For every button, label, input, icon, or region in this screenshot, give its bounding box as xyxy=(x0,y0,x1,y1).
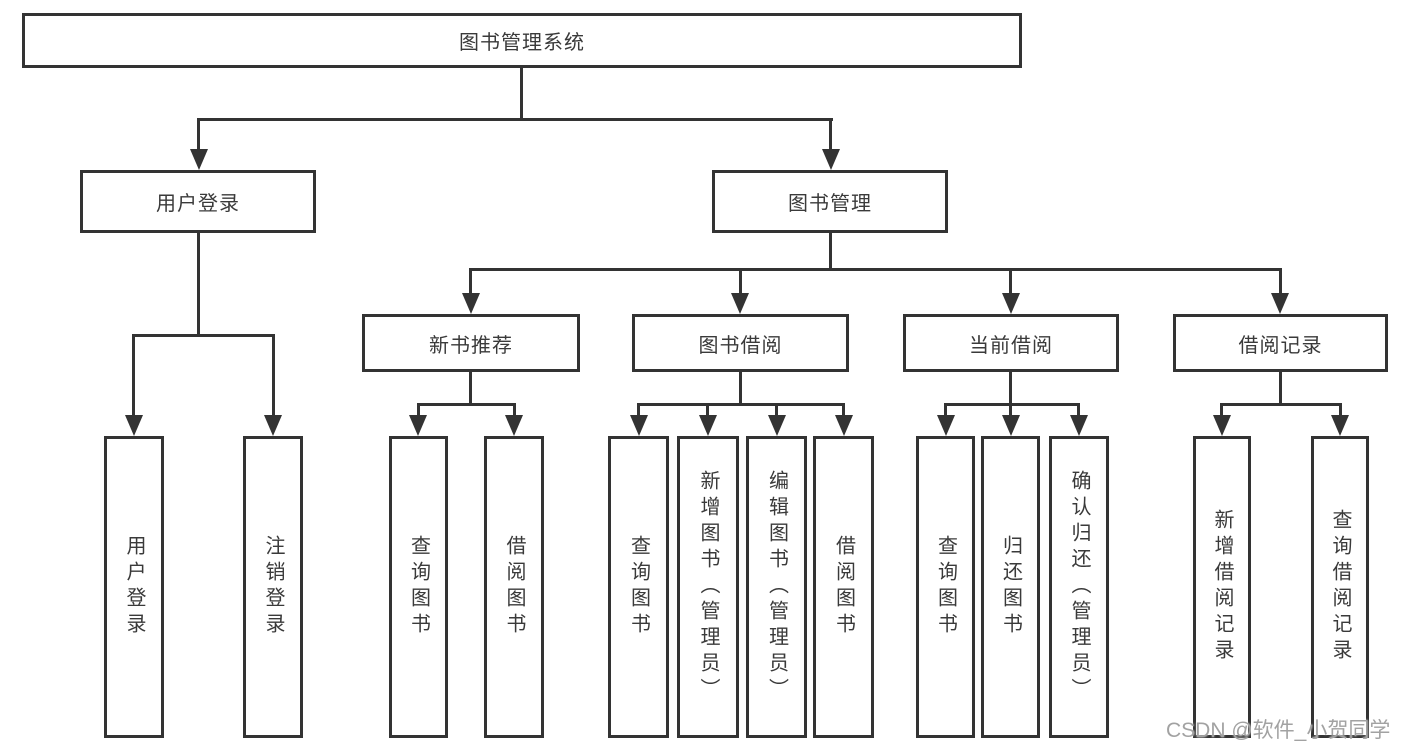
connector-line xyxy=(775,403,778,417)
connector-line xyxy=(637,403,640,417)
connector-line xyxy=(1009,403,1012,417)
leaf-label: 编辑图书（管理员） xyxy=(765,470,788,704)
arrowhead-down-icon xyxy=(1271,293,1289,314)
node-root-label: 图书管理系统 xyxy=(459,32,585,54)
leaf-label: 查询图书 xyxy=(934,535,957,639)
leaf-edit-books-admin: 编辑图书（管理员） xyxy=(746,436,807,738)
leaf-label: 新增借阅记录 xyxy=(1211,509,1233,665)
connector-line xyxy=(944,403,947,417)
arrowhead-down-icon xyxy=(462,293,480,314)
connector-line xyxy=(417,403,420,417)
arrowhead-down-icon xyxy=(630,415,648,436)
connector-line xyxy=(842,403,845,417)
connector-line xyxy=(1220,403,1342,406)
node-new-book-recommend: 新书推荐 xyxy=(362,314,580,372)
node-book-management: 图书管理 xyxy=(712,170,948,233)
leaf-return-books: 归还图书 xyxy=(981,436,1040,738)
leaf-confirm-return-admin: 确认归还（管理员） xyxy=(1049,436,1109,738)
connector-line xyxy=(272,334,275,418)
node-user-login: 用户登录 xyxy=(80,170,316,233)
leaf-borrow-books: 借阅图书 xyxy=(813,436,874,738)
leaf-label: 查询借阅记录 xyxy=(1329,509,1351,665)
connector-line xyxy=(469,268,472,296)
node-current-borrow: 当前借阅 xyxy=(903,314,1119,372)
connector-line xyxy=(417,403,516,406)
connector-line xyxy=(1009,268,1012,296)
leaf-label: 归还图书 xyxy=(999,535,1022,639)
connector-line xyxy=(944,403,1080,406)
connector-line xyxy=(1279,268,1282,296)
connector-line xyxy=(469,372,472,406)
connector-line xyxy=(1077,403,1080,417)
arrowhead-down-icon xyxy=(937,415,955,436)
leaf-label: 用户登录 xyxy=(123,535,145,639)
connector-line xyxy=(739,268,742,296)
leaf-label: 借阅图书 xyxy=(832,535,855,639)
leaf-label: 查询图书 xyxy=(407,535,430,639)
connector-line xyxy=(1220,403,1223,417)
arrowhead-down-icon xyxy=(1002,415,1020,436)
leaf-label: 注销登录 xyxy=(262,535,284,639)
leaf-label: 借阅图书 xyxy=(503,535,525,639)
leaf-borrow-books-recommend: 借阅图书 xyxy=(484,436,544,738)
connector-line xyxy=(1339,403,1342,417)
arrowhead-down-icon xyxy=(505,415,523,436)
connector-line xyxy=(1009,372,1012,406)
arrowhead-down-icon xyxy=(699,415,717,436)
leaf-query-books-recommend: 查询图书 xyxy=(389,436,448,738)
connector-line xyxy=(469,268,1282,271)
arrowhead-down-icon xyxy=(1002,293,1020,314)
connector-line xyxy=(739,372,742,406)
leaf-label: 确认归还（管理员） xyxy=(1068,470,1090,704)
leaf-label: 查询图书 xyxy=(627,535,650,639)
leaf-query-books-current: 查询图书 xyxy=(916,436,975,738)
arrowhead-down-icon xyxy=(264,415,282,436)
connector-line xyxy=(513,403,516,417)
arrowhead-down-icon xyxy=(125,415,143,436)
arrowhead-down-icon xyxy=(768,415,786,436)
node-borrow-records: 借阅记录 xyxy=(1173,314,1388,372)
arrowhead-down-icon xyxy=(822,149,840,170)
node-label: 图书管理 xyxy=(788,193,872,215)
node-book-borrow: 图书借阅 xyxy=(632,314,849,372)
node-label: 新书推荐 xyxy=(429,334,513,357)
connector-line xyxy=(829,233,832,270)
leaf-add-borrow-record: 新增借阅记录 xyxy=(1193,436,1251,738)
node-label: 当前借阅 xyxy=(969,334,1053,357)
leaf-query-books-borrow: 查询图书 xyxy=(608,436,669,738)
leaf-label: 新增图书（管理员） xyxy=(697,470,719,704)
arrowhead-down-icon xyxy=(409,415,427,436)
watermark: CSDN @软件_小贺同学 xyxy=(1166,719,1391,742)
node-root: 图书管理系统 xyxy=(22,13,1022,68)
arrowhead-down-icon xyxy=(731,293,749,314)
arrowhead-down-icon xyxy=(190,149,208,170)
connector-line xyxy=(132,334,275,337)
connector-line xyxy=(1279,372,1282,406)
node-label: 图书借阅 xyxy=(698,334,783,357)
node-label: 用户登录 xyxy=(156,193,240,215)
leaf-query-borrow-record: 查询借阅记录 xyxy=(1311,436,1369,738)
arrowhead-down-icon xyxy=(1331,415,1349,436)
leaf-user-login: 用户登录 xyxy=(104,436,164,738)
connector-line xyxy=(706,403,709,417)
connector-line xyxy=(197,118,200,154)
leaf-add-books-admin: 新增图书（管理员） xyxy=(677,436,739,738)
connector-line xyxy=(829,118,832,154)
leaf-logout: 注销登录 xyxy=(243,436,303,738)
connector-line xyxy=(197,233,200,336)
connector-line xyxy=(520,66,523,120)
arrowhead-down-icon xyxy=(835,415,853,436)
connector-line xyxy=(132,334,135,418)
connector-line xyxy=(197,118,833,121)
arrowhead-down-icon xyxy=(1213,415,1231,436)
node-label: 借阅记录 xyxy=(1238,334,1323,357)
arrowhead-down-icon xyxy=(1070,415,1088,436)
connector-line xyxy=(637,403,845,406)
